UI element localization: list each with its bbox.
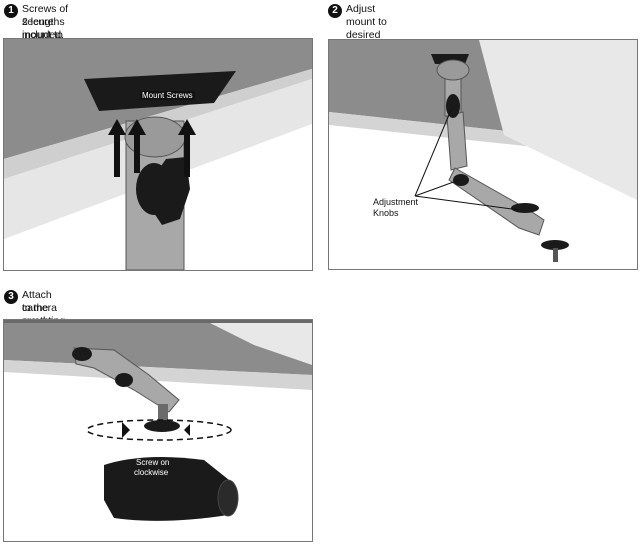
adjustment-knobs-label-line1: Adjustment bbox=[373, 197, 419, 207]
screw-on-label-line1: Screw on bbox=[136, 458, 170, 467]
mount-screws-label: Mount Screws bbox=[140, 91, 195, 100]
step-2-number: 2 bbox=[328, 4, 342, 18]
device-attach-drawing bbox=[4, 320, 312, 521]
step-1-number: 1 bbox=[4, 4, 18, 18]
step-3-illustration: Screw on clockwise bbox=[3, 319, 313, 542]
ceiling-mount-drawing bbox=[4, 39, 312, 270]
step-1-illustration: Mount Screws bbox=[3, 38, 313, 271]
adjustment-drawing bbox=[329, 40, 637, 262]
screw-on-label-line2: clockwise bbox=[134, 468, 169, 477]
camera-device bbox=[104, 456, 229, 521]
step-2-illustration: Adjustment Knobs bbox=[328, 39, 638, 270]
adjustment-knobs-label-line2: Knobs bbox=[373, 208, 399, 218]
step-3-number: 3 bbox=[4, 290, 18, 304]
